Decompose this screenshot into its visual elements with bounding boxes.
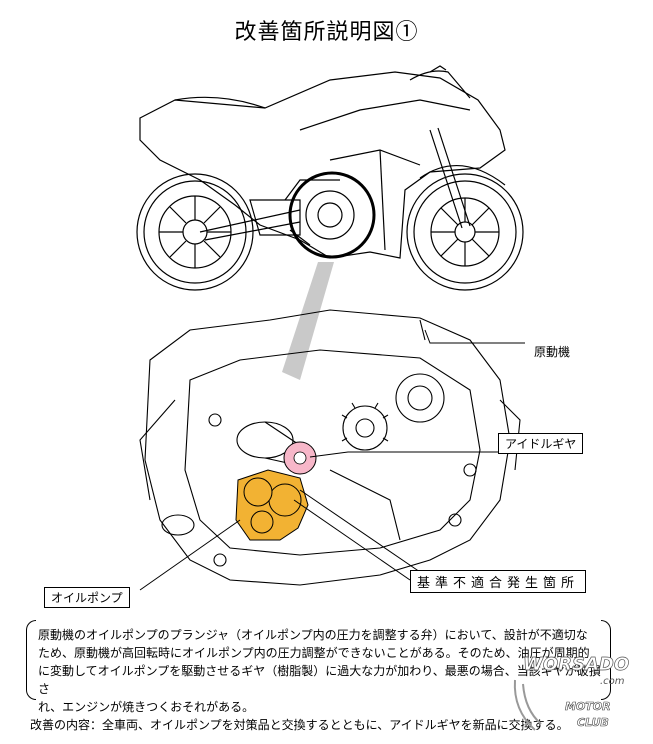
engine-label: 原動機 <box>534 345 571 359</box>
watermark-line4: CLUB <box>577 716 609 729</box>
page-title: 改善箇所説明図① <box>234 20 419 45</box>
improvement-footer: 改善の内容：全車両、オイルポンプを対策品と交換するとともに、アイドルギヤを新品に… <box>30 718 569 732</box>
idle-gear-highlight <box>283 441 317 475</box>
oil-pump-label: オイルポンプ <box>44 587 130 608</box>
watermark-logo: WORSADO .com MOTOR CLUB <box>513 654 630 731</box>
focus-circle <box>288 171 376 259</box>
description-line: れ、エンジンが焼きつくおそれがある。 <box>38 700 255 714</box>
leader-lines <box>139 329 525 591</box>
bracket-left <box>26 620 36 700</box>
watermark-line1: WORSADO <box>523 654 629 675</box>
description-line: ため、原動機が高回転時にオイルポンプ内の圧力調整ができないことがある。そのため、… <box>38 646 590 660</box>
description-box: 原動機のオイルポンプのプランジャ（オイルポンプ内の圧力を調整する弁）において、設… <box>26 620 611 714</box>
watermark-line2: .com <box>600 676 625 687</box>
defect-location-label: 基準不適合発生箇所 <box>410 570 587 593</box>
oil-pump-highlight <box>235 469 309 541</box>
description-line: 原動機のオイルポンプのプランジャ（オイルポンプ内の圧力を調整する弁）において、設… <box>38 628 588 642</box>
watermark-line3: MOTOR <box>565 700 611 713</box>
idle-gear-label: アイドルギヤ <box>498 433 584 454</box>
zoom-callout <box>282 262 334 380</box>
description-line: に変動してオイルポンプを駆動させるギヤ（樹脂製）に過大な力が加わり、最悪の場合、… <box>38 664 601 696</box>
motorcycle <box>136 65 524 291</box>
engine-closeup <box>139 309 521 586</box>
